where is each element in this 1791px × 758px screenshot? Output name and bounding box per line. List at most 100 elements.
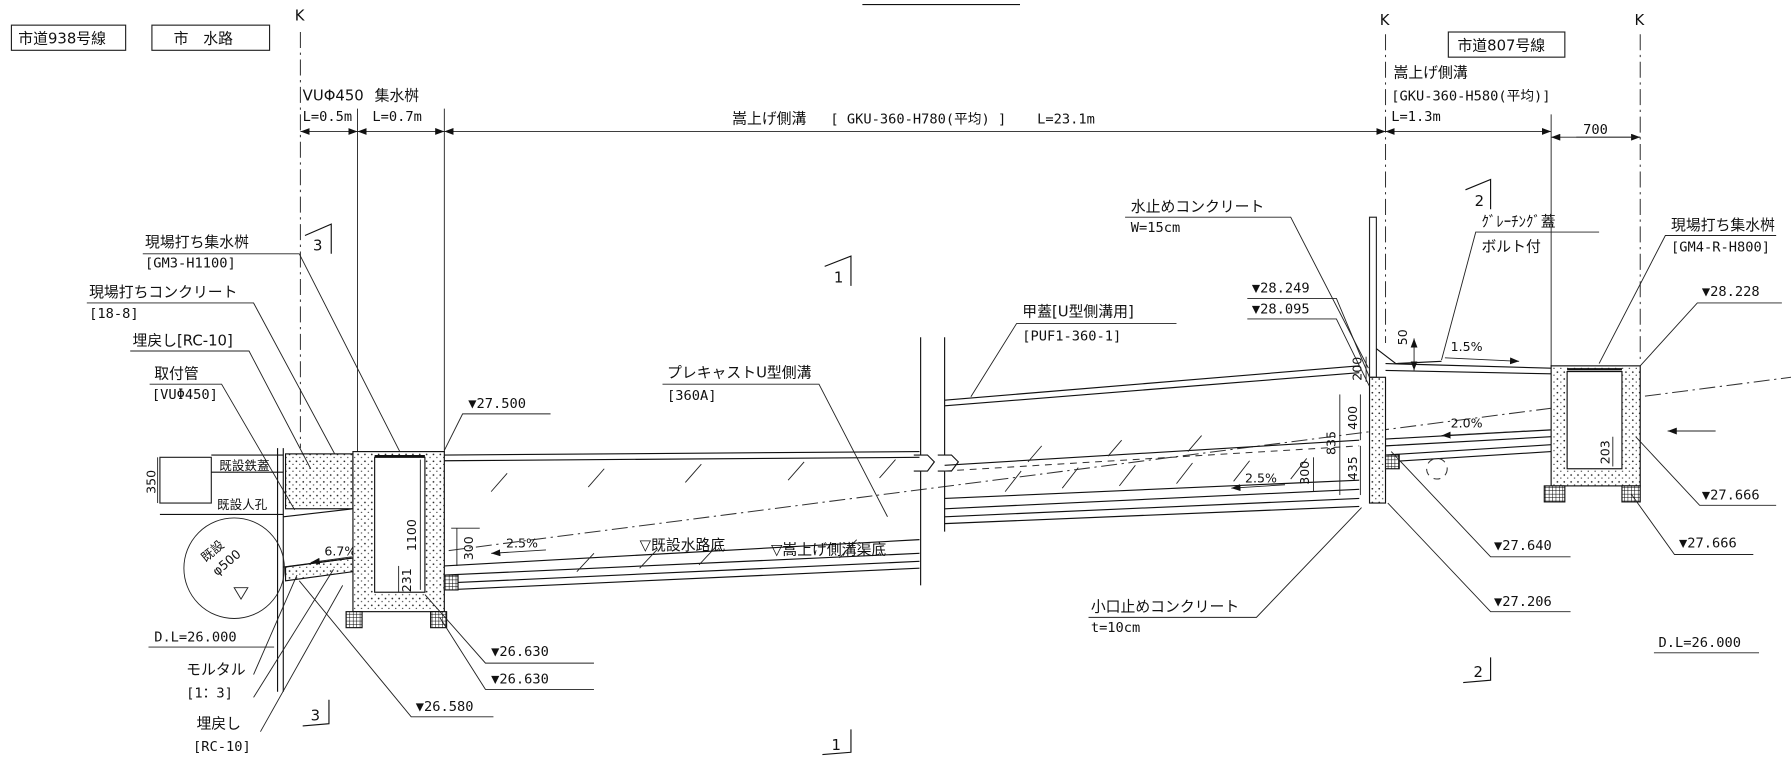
ditch-top-inner (444, 456, 920, 462)
ditch-subbase-right (944, 505, 1360, 525)
ditch-hatch (490, 459, 896, 572)
ditch-slope-arrow (491, 549, 547, 557)
elevation-27666-b: ▼27.666 (1679, 536, 1737, 552)
section-mark-1-top (824, 255, 852, 286)
height-350: 350 (143, 470, 158, 494)
ditch-bed (444, 539, 920, 567)
height-50: 50 (1395, 329, 1410, 345)
break-symbol (913, 337, 960, 586)
section-label-2-top: 2 (1475, 192, 1484, 210)
leader-line (1598, 235, 1777, 364)
basin-length: L=0.7m (372, 109, 421, 125)
precast-ditch-title: プレキャストU型側溝 (667, 363, 812, 381)
cover-top (944, 365, 1360, 401)
right-span: 700 (1583, 122, 1608, 138)
height-300-right: 300 (1297, 461, 1312, 485)
cover-title: 甲蓋[U型側溝用] (1022, 303, 1133, 321)
raised-bed-label: ▽嵩上げ側溝渠底 (771, 540, 886, 558)
u-ditch-left: 2.5% ▽既設水路底 ▽嵩上げ側溝渠底 (443, 451, 920, 591)
existing-pipe-section (1426, 457, 1448, 480)
datum-right: D.L=26.000 (1659, 635, 1741, 651)
ditch-base-block (443, 574, 459, 591)
basin-base-left (345, 611, 363, 629)
site-concrete-block (284, 453, 354, 510)
section-mark-3-bottom (302, 699, 330, 727)
ditch-wall-top (944, 439, 1360, 466)
road-938-box (10, 24, 127, 51)
top-slope-arrow (1444, 357, 1520, 365)
left-catch-basin: 1100 300 231 (345, 451, 480, 629)
right-bed-3 (1385, 444, 1552, 456)
leader-line (142, 253, 401, 452)
right-ditch-length: L=1.3m (1391, 109, 1440, 125)
ditch-bed-right (944, 479, 1360, 500)
basin-base-right (430, 611, 448, 629)
basin-name: 集水桝 (375, 87, 420, 105)
section-label-3-bottom: 3 (311, 706, 320, 724)
mortar-title: モルタル (186, 661, 246, 679)
ditch-top (444, 451, 920, 456)
left-labels: 現場打ち集水桝 [GM3-H1100] 現場打ちコンクリート [18-8] 埋戻… (86, 233, 401, 755)
k-marker-mid: K (1380, 11, 1391, 29)
elevation-28228: ▼28.228 (1702, 284, 1760, 300)
marker-post (1368, 216, 1377, 378)
height-435: 435 (1345, 456, 1360, 480)
k-lines (299, 32, 1641, 449)
leader-line (253, 569, 334, 698)
waterstop-block (1368, 376, 1387, 504)
leader-line (260, 585, 344, 732)
basin-cavity (1566, 370, 1623, 470)
waterstop-spec: W=15cm (1131, 220, 1180, 236)
section-label-3-top: 3 (313, 236, 322, 254)
elevation-27666-a: ▼27.666 (1702, 488, 1760, 504)
right-basin-spec: [GM4-R-H800] (1671, 240, 1770, 256)
backfill-bottom-title: 埋戻し (196, 714, 241, 732)
grating-cover (1376, 348, 1442, 365)
leader-line (1639, 302, 1782, 367)
height-200: 200 (1350, 357, 1365, 381)
existing-bed-line (285, 376, 1791, 573)
ditch-name: 嵩上げ側溝 (732, 109, 806, 127)
connector-pipe-top (283, 508, 354, 518)
height-231: 231 (399, 568, 414, 592)
waterway-box (151, 24, 271, 51)
height-1100: 1100 (404, 519, 419, 551)
section-label-1-top: 1 (834, 268, 843, 286)
right-raised-ditch: 50 1.5% 2.0% (1376, 329, 1552, 480)
bed-slope: 2.0% (1451, 416, 1483, 431)
elevation-27640: ▼27.640 (1494, 538, 1552, 554)
break-zigzag (913, 454, 960, 472)
leader-line (149, 383, 296, 511)
backfill-top-title: 埋戻し[RC-10] (132, 331, 232, 349)
center-labels: プレキャストU型側溝 [360A] 甲蓋[U型側溝用] [PUF1-360-1]… (662, 198, 1370, 636)
precast-ditch-spec: [360A] (667, 388, 716, 404)
leader-line (424, 594, 594, 664)
dimension-chain: VUΦ450 L=0.5m 集水桝 L=0.7m 嵩上げ側溝 [ GKU-360… (300, 64, 1641, 452)
road-807-label: 市道807号線 (1457, 36, 1545, 54)
ditch-base-right-2 (944, 497, 1360, 518)
leader-line (1125, 216, 1369, 369)
ditch-hatch-right (1004, 435, 1308, 492)
basin-base-left (1543, 485, 1566, 503)
elevation-27500: ▼27.500 (468, 396, 526, 412)
k-marker-left: K (295, 7, 306, 25)
right-top (1385, 362, 1552, 369)
ditch-slope-arrow-right (1231, 484, 1286, 492)
right-bed-2 (1385, 436, 1552, 447)
right-bed-block (1384, 454, 1400, 470)
height-203: 203 (1597, 440, 1612, 464)
grating-spec: ボルト付 (1481, 238, 1541, 256)
ditch-slope-left: 2.5% (506, 536, 538, 551)
cover-bottom (944, 372, 1360, 407)
k-marker-right: K (1635, 11, 1646, 29)
right-labels: ｸﾞﾚｰﾁﾝｸﾞ蓋 ボルト付 現場打ち集水桝 [GM4-R-H800] ▼28.… (1387, 212, 1782, 654)
leader-line (662, 383, 888, 517)
end-stop-title: 小口止めコンクリート (1091, 598, 1239, 616)
leader-line (443, 413, 551, 451)
connector-pipe-title: 取付管 (154, 364, 199, 382)
leader-line (86, 302, 336, 455)
right-top-inner (1385, 369, 1552, 375)
end-stop-spec: t=10cm (1091, 620, 1140, 636)
height-400: 400 (1345, 406, 1360, 430)
